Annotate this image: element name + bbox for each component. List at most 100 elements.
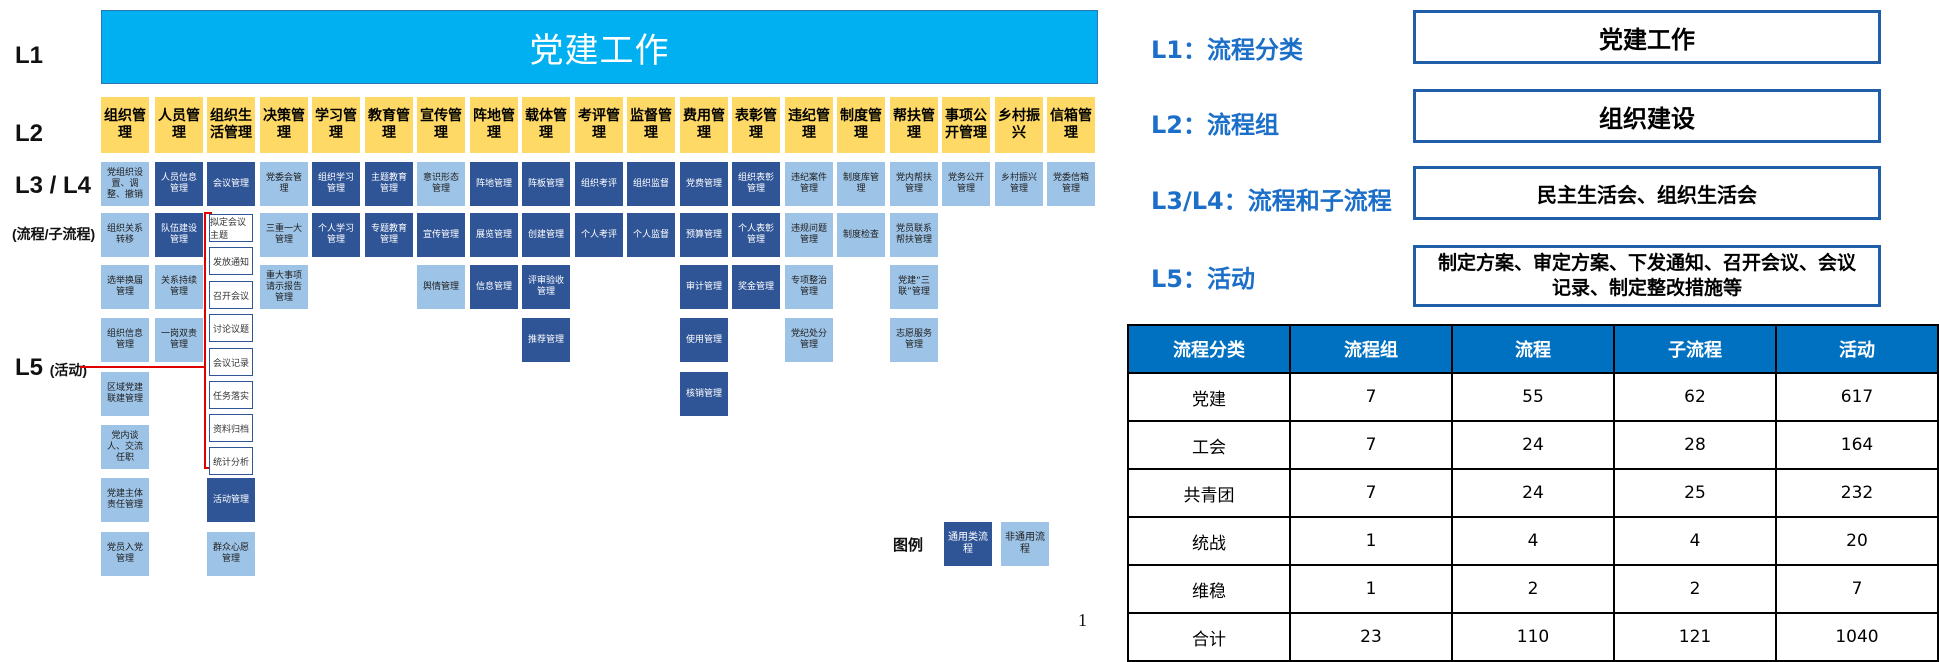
process-cell[interactable]: 关系持续管理: [155, 265, 203, 309]
process-cell[interactable]: 制度检查: [837, 213, 885, 257]
stats-cell: 共青团: [1127, 468, 1291, 518]
l2-group[interactable]: 费用管理: [680, 97, 728, 153]
process-cell[interactable]: 使用管理: [680, 318, 728, 362]
process-cell[interactable]: 个人监督: [627, 213, 675, 257]
l2-group[interactable]: 组织管理: [101, 97, 149, 153]
stats-cell: 2: [1613, 564, 1777, 614]
process-cell[interactable]: 组织表彰管理: [732, 162, 780, 206]
process-cell[interactable]: 阵板管理: [522, 162, 570, 206]
l2-group[interactable]: 事项公开管理: [942, 97, 990, 153]
stats-cell: 617: [1775, 372, 1939, 422]
activity-item[interactable]: 召开会议: [209, 281, 253, 309]
l2-group[interactable]: 教育管理: [365, 97, 413, 153]
stats-cell: 20: [1775, 516, 1939, 566]
stats-cell: 24: [1451, 420, 1615, 470]
process-cell[interactable]: 专项整治管理: [785, 265, 833, 309]
activity-item[interactable]: 讨论议题: [209, 314, 253, 342]
l2-group[interactable]: 违纪管理: [785, 97, 833, 153]
process-cell[interactable]: 党员入党管理: [101, 532, 149, 576]
l2-group[interactable]: 载体管理: [522, 97, 570, 153]
l2-group[interactable]: 学习管理: [312, 97, 360, 153]
process-cell[interactable]: 组织考评: [575, 162, 623, 206]
process-cell[interactable]: 党费管理: [680, 162, 728, 206]
l2-group[interactable]: 人员管理: [155, 97, 203, 153]
process-cell[interactable]: 党务公开管理: [942, 162, 990, 206]
process-cell[interactable]: 违纪案件管理: [785, 162, 833, 206]
process-cell[interactable]: 奖金管理: [732, 265, 780, 309]
process-cell[interactable]: 党委信箱管理: [1047, 162, 1095, 206]
process-cell[interactable]: 个人表彰管理: [732, 213, 780, 257]
process-cell[interactable]: 组织监督: [627, 162, 675, 206]
l2-group[interactable]: 信箱管理: [1047, 97, 1095, 153]
process-cell[interactable]: 群众心愿管理: [207, 532, 255, 576]
stats-header-row: 流程分类 流程组 流程 子流程 活动: [1127, 324, 1939, 374]
process-cell[interactable]: 党建“三联”管理: [890, 265, 938, 309]
process-cell[interactable]: 活动管理: [207, 478, 255, 522]
process-cell[interactable]: 队伍建设管理: [155, 213, 203, 257]
process-cell[interactable]: 专题教育管理: [365, 213, 413, 257]
process-cell[interactable]: 区域党建联建管理: [101, 372, 149, 416]
legend-title: 图例: [893, 536, 924, 554]
l2-group[interactable]: 阵地管理: [470, 97, 518, 153]
process-cell[interactable]: 会议管理: [207, 162, 255, 206]
l5-bracket-top: [204, 212, 212, 214]
process-cell[interactable]: 党纪处分管理: [785, 318, 833, 362]
process-cell[interactable]: 组织学习管理: [312, 162, 360, 206]
l2-group[interactable]: 表彰管理: [732, 97, 780, 153]
process-cell[interactable]: 党组织设置、调整、撤销: [101, 162, 149, 206]
activity-item[interactable]: 会议记录: [209, 348, 253, 376]
l2-group[interactable]: 监督管理: [627, 97, 675, 153]
stats-cell: 维稳: [1127, 564, 1291, 614]
process-cell[interactable]: 党内谈人、交流任职: [101, 425, 149, 469]
process-cell[interactable]: 核销管理: [680, 372, 728, 416]
process-cell[interactable]: 预算管理: [680, 213, 728, 257]
process-cell[interactable]: 乡村振兴管理: [995, 162, 1043, 206]
process-cell[interactable]: 党员联系帮扶管理: [890, 213, 938, 257]
process-cell[interactable]: 组织信息管理: [101, 318, 149, 362]
activity-item[interactable]: 任务落实: [209, 381, 253, 409]
process-cell[interactable]: 宣传管理: [417, 213, 465, 257]
activity-item[interactable]: 统计分析: [209, 447, 253, 475]
stats-cell: 统战: [1127, 516, 1291, 566]
process-cell[interactable]: 舆情管理: [417, 265, 465, 309]
l2-group[interactable]: 制度管理: [837, 97, 885, 153]
process-cell[interactable]: 党内帮扶管理: [890, 162, 938, 206]
l2-group[interactable]: 组织生活管理: [207, 97, 255, 153]
l2-group[interactable]: 乡村振兴: [995, 97, 1043, 153]
process-cell[interactable]: 三重一大管理: [260, 213, 308, 257]
header-process: 流程: [1451, 324, 1615, 374]
process-cell[interactable]: 展览管理: [470, 213, 518, 257]
process-cell[interactable]: 选举换届管理: [101, 265, 149, 309]
stats-cell: 164: [1775, 420, 1939, 470]
process-cell[interactable]: 审计管理: [680, 265, 728, 309]
process-cell[interactable]: 主题教育管理: [365, 162, 413, 206]
header-subprocess: 子流程: [1613, 324, 1777, 374]
process-cell[interactable]: 一岗双责管理: [155, 318, 203, 362]
process-cell[interactable]: 人员信息管理: [155, 162, 203, 206]
l2-group[interactable]: 宣传管理: [417, 97, 465, 153]
l2-group[interactable]: 考评管理: [575, 97, 623, 153]
process-cell[interactable]: 制度库管理: [837, 162, 885, 206]
activity-item[interactable]: 发放通知: [209, 247, 253, 275]
process-cell[interactable]: 违规问题管理: [785, 213, 833, 257]
l2-group[interactable]: 帮扶管理: [890, 97, 938, 153]
activity-item[interactable]: 拟定会议主题: [209, 214, 253, 242]
process-cell[interactable]: 个人学习管理: [312, 213, 360, 257]
process-cell[interactable]: 党委会管理: [260, 162, 308, 206]
process-cell[interactable]: 个人考评: [575, 213, 623, 257]
process-cell[interactable]: 创建管理: [522, 213, 570, 257]
process-cell[interactable]: 重大事项请示报告管理: [260, 265, 308, 309]
activity-item[interactable]: 资料归档: [209, 414, 253, 442]
process-cell[interactable]: 党建主体责任管理: [101, 478, 149, 522]
process-cell[interactable]: 志愿服务管理: [890, 318, 938, 362]
process-cell[interactable]: 评审验收管理: [522, 265, 570, 309]
l2-group[interactable]: 决策管理: [260, 97, 308, 153]
process-cell[interactable]: 阵地管理: [470, 162, 518, 206]
stats-cell: 1: [1289, 516, 1453, 566]
process-cell[interactable]: 信息管理: [470, 265, 518, 309]
process-cell[interactable]: 组织关系转移: [101, 213, 149, 257]
process-cell[interactable]: 推荐管理: [522, 318, 570, 362]
process-cell[interactable]: 意识形态管理: [417, 162, 465, 206]
